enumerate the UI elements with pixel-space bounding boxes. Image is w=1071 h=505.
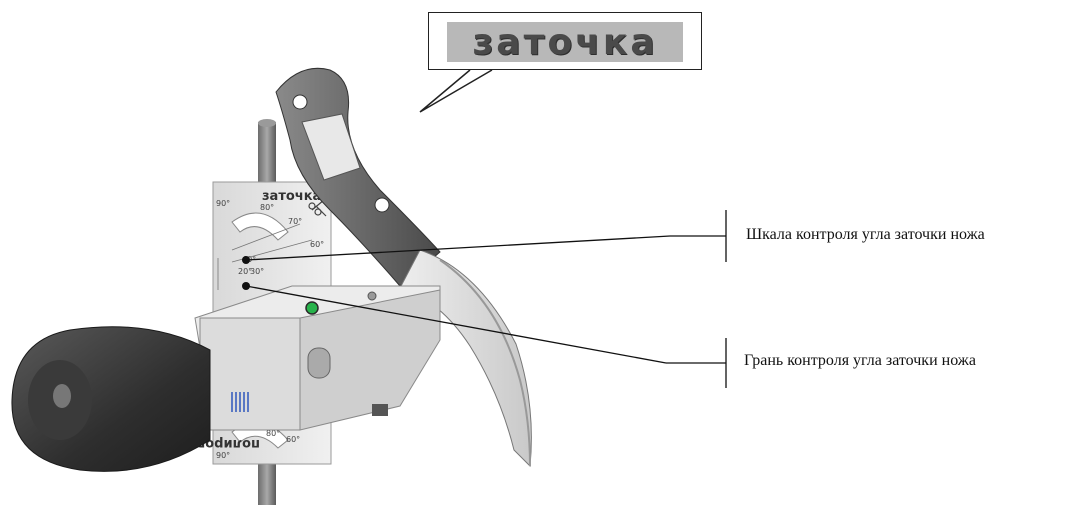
scale-tick-60: 60° (310, 240, 324, 249)
clamp-bottom-screw (372, 404, 388, 416)
annotation-scale-label: Шкала контроля угла заточки ножа (746, 226, 985, 243)
scale-bottom-80: 80° (266, 429, 280, 438)
scale-tick-80: 80° (260, 203, 274, 212)
clamp-pin (307, 347, 331, 379)
green-indicator (305, 301, 319, 315)
scale-tick-70: 70° (288, 217, 302, 226)
rod-top (258, 119, 276, 127)
scale-bottom-60: 60° (286, 435, 300, 444)
annotation-edge-label: Грань контроля угла заточки ножа (744, 352, 976, 369)
knob-highlight (53, 384, 71, 408)
callout-title: заточка (447, 22, 683, 63)
scale-tick-20: 20° (238, 267, 252, 276)
handle-light-band (301, 113, 361, 181)
scale-tick-90: 90° (216, 199, 230, 208)
leader-line-edge (245, 285, 667, 364)
clamp-front (199, 317, 301, 431)
plate-slot-top (231, 212, 289, 241)
clamp-right (299, 289, 441, 431)
plate-top-label: заточка (262, 189, 321, 204)
callout-box: заточка (428, 12, 702, 70)
scale-bottom-90: 90° (216, 451, 230, 460)
leader-dot-scale (242, 256, 250, 264)
clamp-screw-hole (367, 291, 377, 301)
scale-tick-30: 30° (250, 267, 264, 276)
handle-rivet-bottom (374, 197, 390, 213)
handle-rivet-top (292, 94, 308, 110)
knife-blade-edge (439, 259, 531, 467)
leader-line-scale (245, 235, 671, 261)
leader-dot-edge (242, 282, 250, 290)
blue-spring (231, 392, 249, 412)
callout-pointer (419, 69, 493, 113)
